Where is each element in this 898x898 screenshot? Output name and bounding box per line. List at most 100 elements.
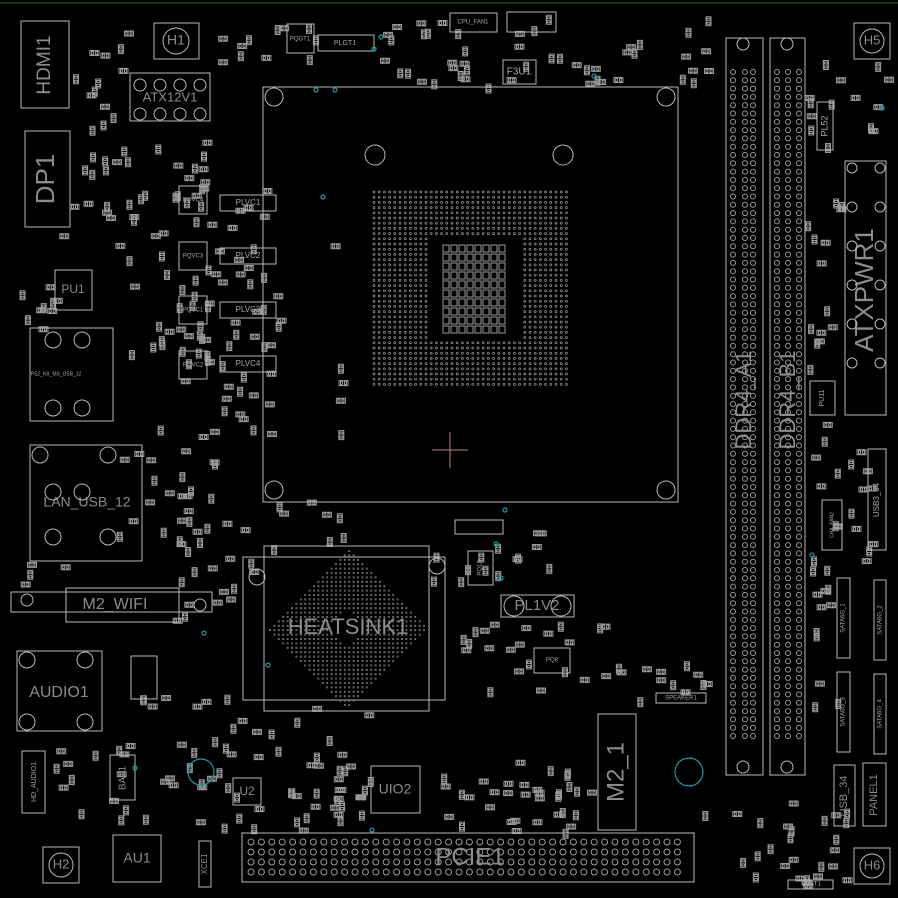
lan-mount-hole	[99, 528, 117, 546]
mount-hole-h1	[162, 27, 190, 55]
label-u2: U2	[239, 784, 255, 798]
via	[591, 73, 597, 79]
via	[502, 507, 508, 513]
u2-chip	[232, 777, 262, 806]
pu1-chip	[54, 269, 93, 311]
atx-power-pin	[874, 357, 886, 369]
label-hdmi: HDMI1	[34, 35, 55, 94]
cpu-mount-hole	[264, 87, 284, 107]
label-ddr_a: DDR4_A1	[731, 350, 756, 449]
label-f3u1: F3U1	[507, 67, 532, 78]
label-pqvc4: PQVC4	[183, 198, 204, 204]
via	[498, 575, 504, 581]
label-sata3: SATA6G_3	[841, 697, 847, 727]
lan-mount-hole	[99, 446, 117, 464]
via	[369, 827, 375, 833]
mount-pad-h2	[42, 846, 80, 884]
label-pqvc3: PQVC3	[183, 254, 204, 260]
via	[371, 46, 377, 52]
atx-power-pin	[874, 201, 886, 213]
speaker-header	[655, 692, 707, 704]
label-pq13: PQ13	[478, 560, 484, 576]
mount-pad-h1	[153, 22, 200, 60]
cpu-mount-hole	[364, 144, 386, 166]
mount-pad-h6	[853, 847, 891, 885]
audio-jack-hole	[18, 651, 36, 669]
pl1v2-ring	[503, 595, 525, 617]
label-pqgt: PQGT1	[290, 37, 311, 43]
audio-jack-hole	[76, 713, 94, 731]
ps2-mount-hole	[44, 399, 62, 417]
cpu-fan-header	[449, 12, 498, 33]
label-speaker: SPEAKER1	[665, 696, 697, 702]
cpu-socket-outline	[262, 86, 679, 503]
lan-mount-hole	[73, 483, 91, 501]
pl1v2-inductor	[500, 594, 575, 618]
m2-wifi-hole	[20, 593, 34, 607]
atx-power-pin	[846, 318, 858, 330]
label-bat: BAT1	[118, 765, 129, 790]
ps2-mount-hole	[73, 331, 91, 349]
vrm-mosfet	[178, 185, 208, 215]
atx-power-pin	[846, 162, 858, 174]
vrm-inductor	[219, 301, 277, 319]
pu11-chip	[809, 380, 836, 416]
label-panel: PANEL1	[868, 774, 880, 815]
via	[265, 662, 271, 668]
ps2-mount-hole	[73, 399, 91, 417]
uart-header	[787, 879, 834, 890]
label-sata2: SATA6G_2	[878, 605, 884, 635]
vrm-mosfet	[178, 350, 208, 380]
via	[320, 194, 326, 200]
atx12v-pin	[193, 107, 207, 121]
heatsink-outline-inner	[263, 545, 430, 712]
atx12v-pin	[193, 78, 207, 92]
sata3-connector	[836, 671, 851, 753]
label-h6: H6	[864, 857, 881, 872]
cursor-crosshair	[432, 432, 468, 468]
label-usb3: USB3_34	[872, 482, 881, 517]
ps2-mount-hole	[44, 331, 62, 349]
vrm-inductor	[219, 355, 277, 373]
label-uart: UART1	[801, 882, 821, 888]
au1-chip	[112, 834, 162, 883]
battery-holder	[109, 754, 136, 801]
sata2-connector	[873, 579, 887, 661]
atx12v-pin	[133, 78, 147, 92]
label-plvc4: PLVC4	[236, 359, 261, 368]
m2-slot	[597, 713, 637, 831]
atx-power-pin	[846, 357, 858, 369]
label-sata4: SATA6G_4	[878, 699, 884, 729]
uio2-chip	[370, 765, 421, 814]
atx12v-pin	[133, 107, 147, 121]
cap-header	[454, 519, 504, 535]
atx-power-pin	[874, 318, 886, 330]
label-audio: AUDIO1	[29, 684, 89, 701]
usb-34-header	[833, 764, 856, 827]
via-mount-teal	[187, 758, 215, 786]
atx-power-pin	[846, 240, 858, 252]
label-pu11: PU11	[819, 389, 826, 406]
label-heatsink: HEATSINK1	[288, 614, 409, 639]
audio-jack-hole	[18, 713, 36, 731]
lan-usb-connector	[29, 444, 143, 562]
vrm-mosfet	[178, 295, 208, 325]
front-panel-header	[862, 762, 887, 827]
label-usb34: USB_34	[838, 776, 850, 817]
cpu-mount-hole	[656, 480, 676, 500]
plgt-inductor	[317, 34, 375, 52]
label-uio2: UIO2	[379, 781, 412, 797]
sata1-connector	[836, 577, 851, 659]
label-pqvc1: PQVC1	[183, 308, 204, 314]
label-plvc1: PLVC1	[236, 198, 261, 207]
lan-mount-hole	[44, 483, 62, 501]
m2-wifi-hole	[193, 598, 207, 612]
via	[201, 630, 207, 636]
pl1v2-ring	[550, 595, 572, 617]
mount-pad-h5	[853, 22, 891, 60]
label-au1: AU1	[123, 850, 150, 866]
atx-power-pin	[874, 279, 886, 291]
atx12v-pin	[173, 78, 187, 92]
